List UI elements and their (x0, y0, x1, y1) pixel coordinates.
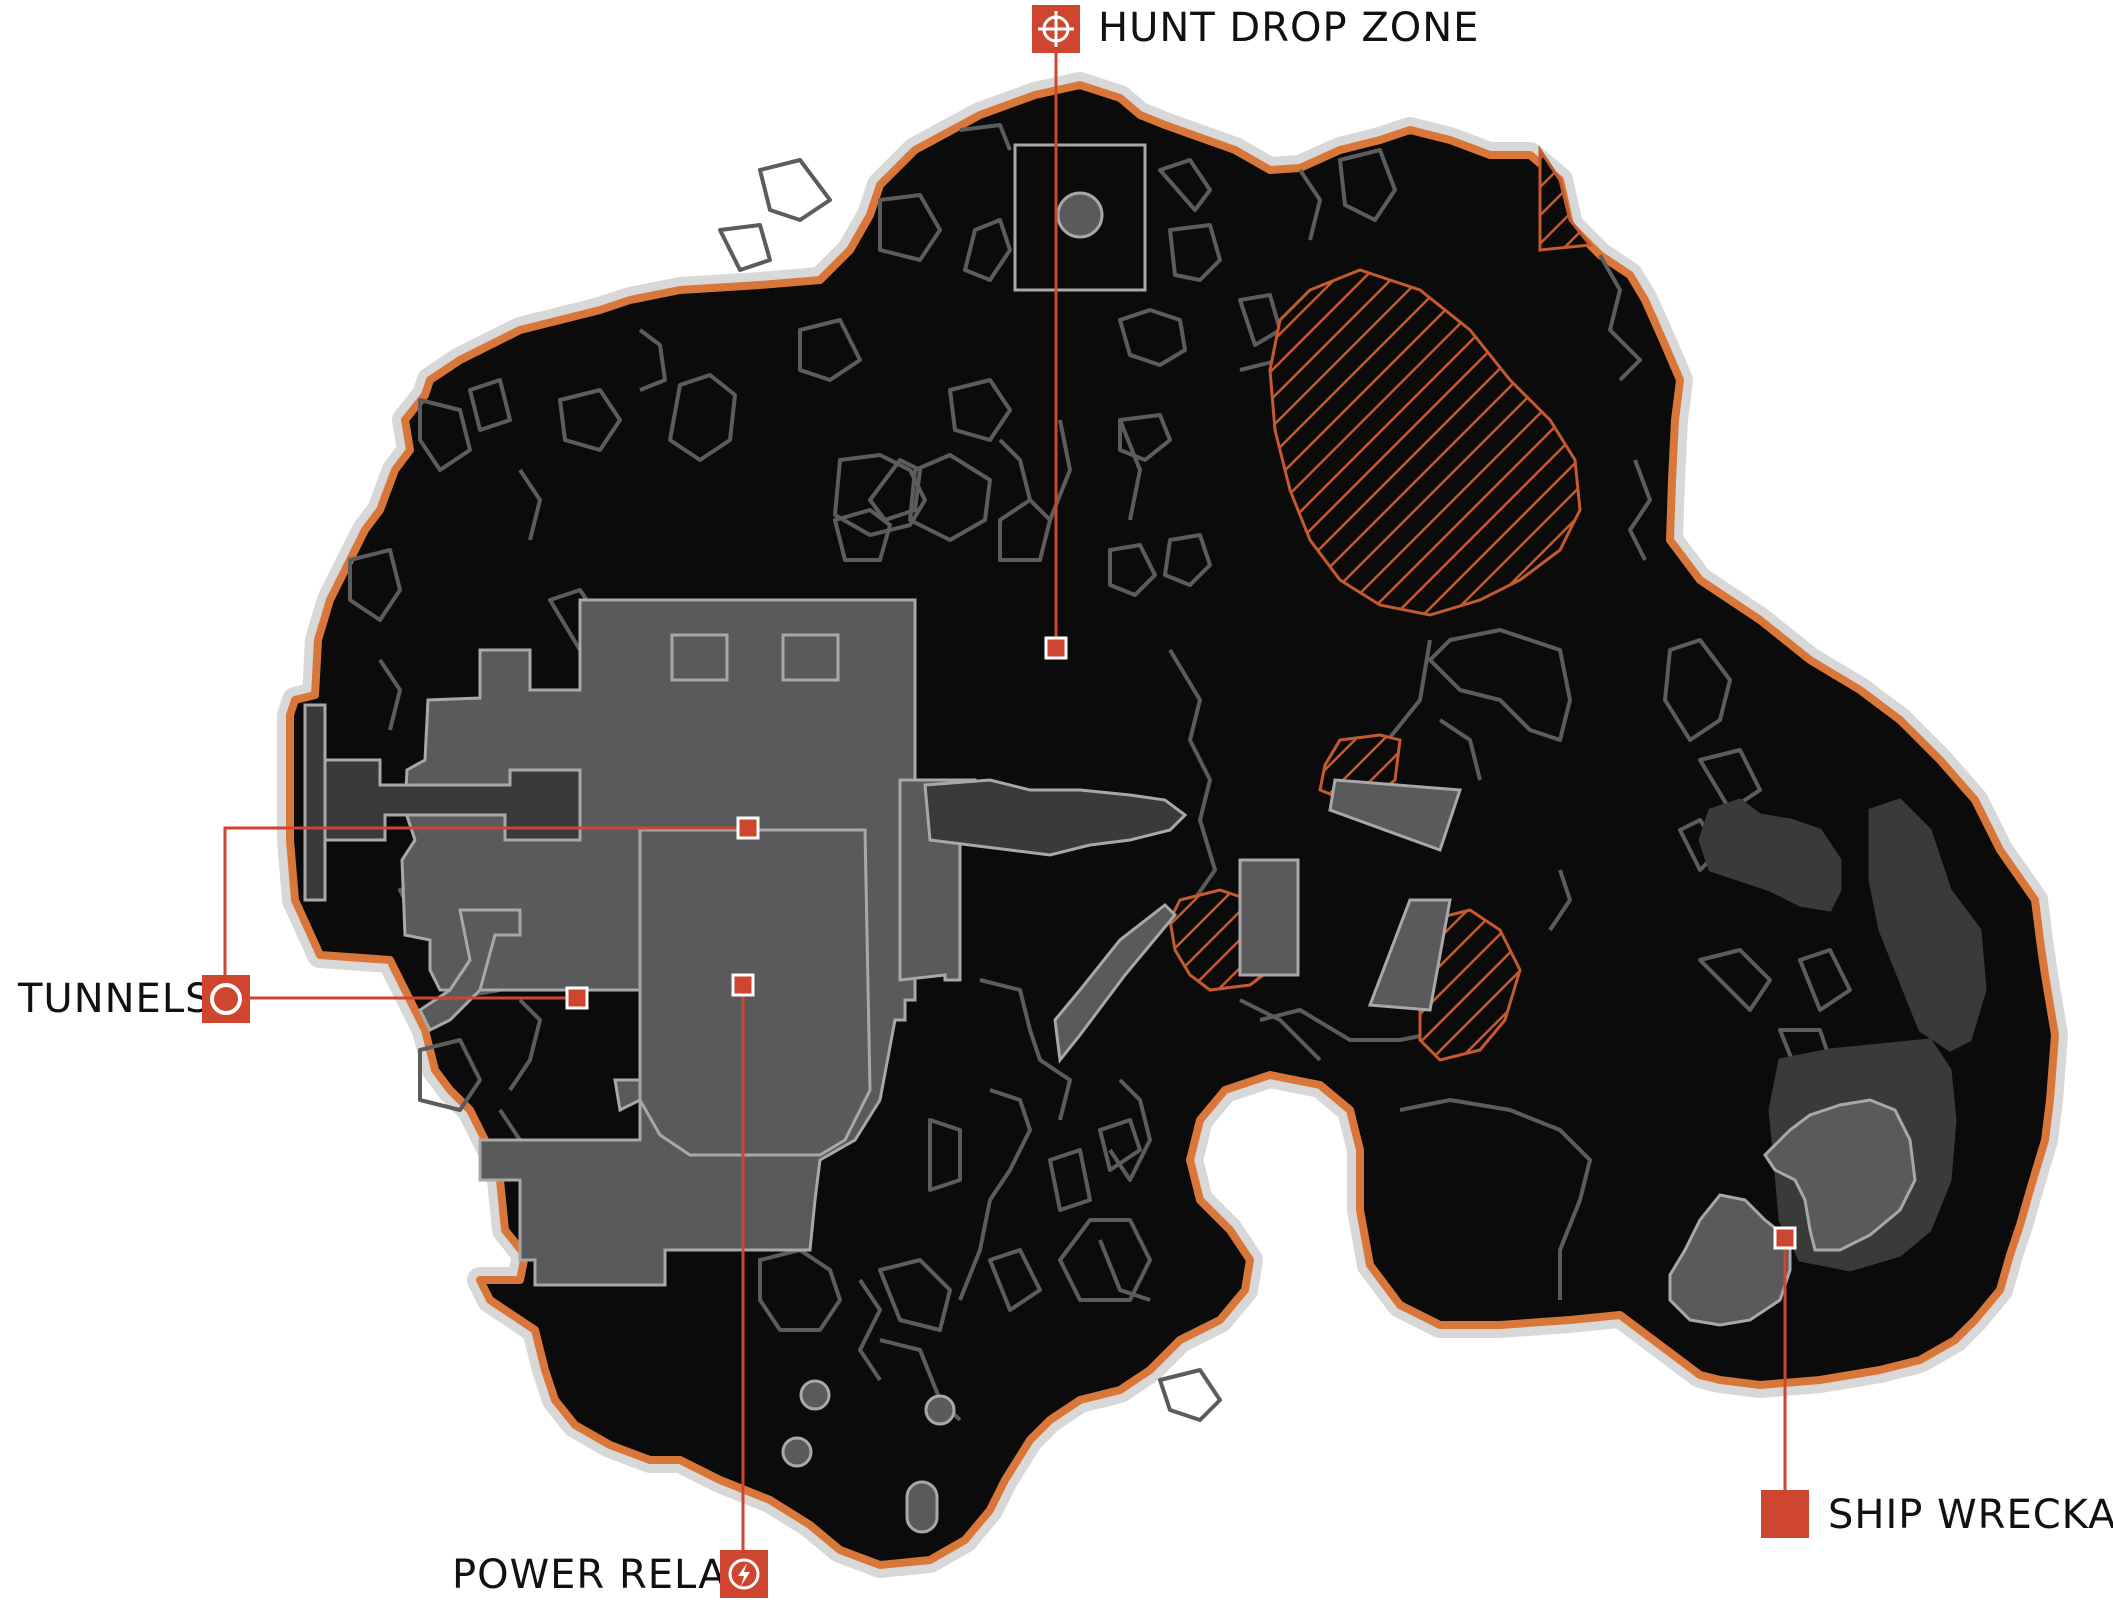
hazard-zone-large (1268, 268, 1582, 617)
silo-1 (799, 1379, 831, 1411)
marker-lines (223, 44, 1787, 1555)
structures (303, 143, 1987, 1534)
ring-icon-box (202, 975, 250, 1023)
wreckage-field-2 (1868, 798, 1987, 1052)
marker-tunnels[interactable]: TUNNELS (17, 975, 250, 1023)
tunnels-pin-1[interactable] (736, 816, 760, 840)
marker-power-relay[interactable]: POWER RELAY (452, 1550, 768, 1598)
storage-block-1 (1238, 858, 1300, 977)
ring-icon (210, 983, 242, 1015)
ship-wreckage-pin[interactable] (1773, 1226, 1797, 1250)
square-icon (1761, 1490, 1809, 1538)
diagonal-walkway (1053, 903, 1178, 1064)
location-pins (565, 636, 1797, 1250)
tunnels-label: TUNNELS (17, 976, 212, 1022)
main-complex-power-hall (638, 828, 872, 1157)
west-annex (303, 703, 327, 902)
ship-wreckage-label: SHIP WRECKAGE (1828, 1492, 2113, 1538)
silo-4 (905, 1480, 939, 1534)
tunnel-corridor (316, 758, 582, 842)
hunt-drop-zone-label: HUNT DROP ZONE (1098, 5, 1479, 51)
ship-debris (1668, 1193, 1792, 1327)
silo-3 (781, 1436, 813, 1468)
crosshair-icon (1038, 11, 1074, 47)
storage-block-3 (1367, 898, 1452, 1012)
storage-block-2 (1328, 778, 1463, 852)
rooftop-vent-1 (670, 633, 729, 682)
marker-ship-wreckage[interactable]: SHIP WRECKAGE (1761, 1490, 2113, 1538)
lightning-bolt-ring (728, 1558, 760, 1590)
hazard-zones (1168, 145, 1593, 1062)
lightning-bolt-icon (738, 1563, 750, 1586)
ship-hull (1763, 1098, 1917, 1252)
power-relay-label: POWER RELAY (452, 1552, 749, 1598)
ridge-bunker (923, 778, 1188, 857)
marker-hunt-drop-zone[interactable]: HUNT DROP ZONE (1032, 5, 1479, 53)
wreckage-field-1 (1698, 798, 1842, 912)
tunnel-ramp (418, 908, 522, 1033)
hunt-drop-zone-pin[interactable] (1044, 636, 1068, 660)
hazard-zone-corner (1538, 145, 1593, 252)
silo-2 (924, 1394, 956, 1426)
tunnels-pin-2[interactable] (565, 986, 589, 1010)
rooftop-vent-2 (781, 633, 840, 682)
drop-zone-silo (1056, 191, 1104, 239)
power-relay-pin[interactable] (731, 973, 755, 997)
